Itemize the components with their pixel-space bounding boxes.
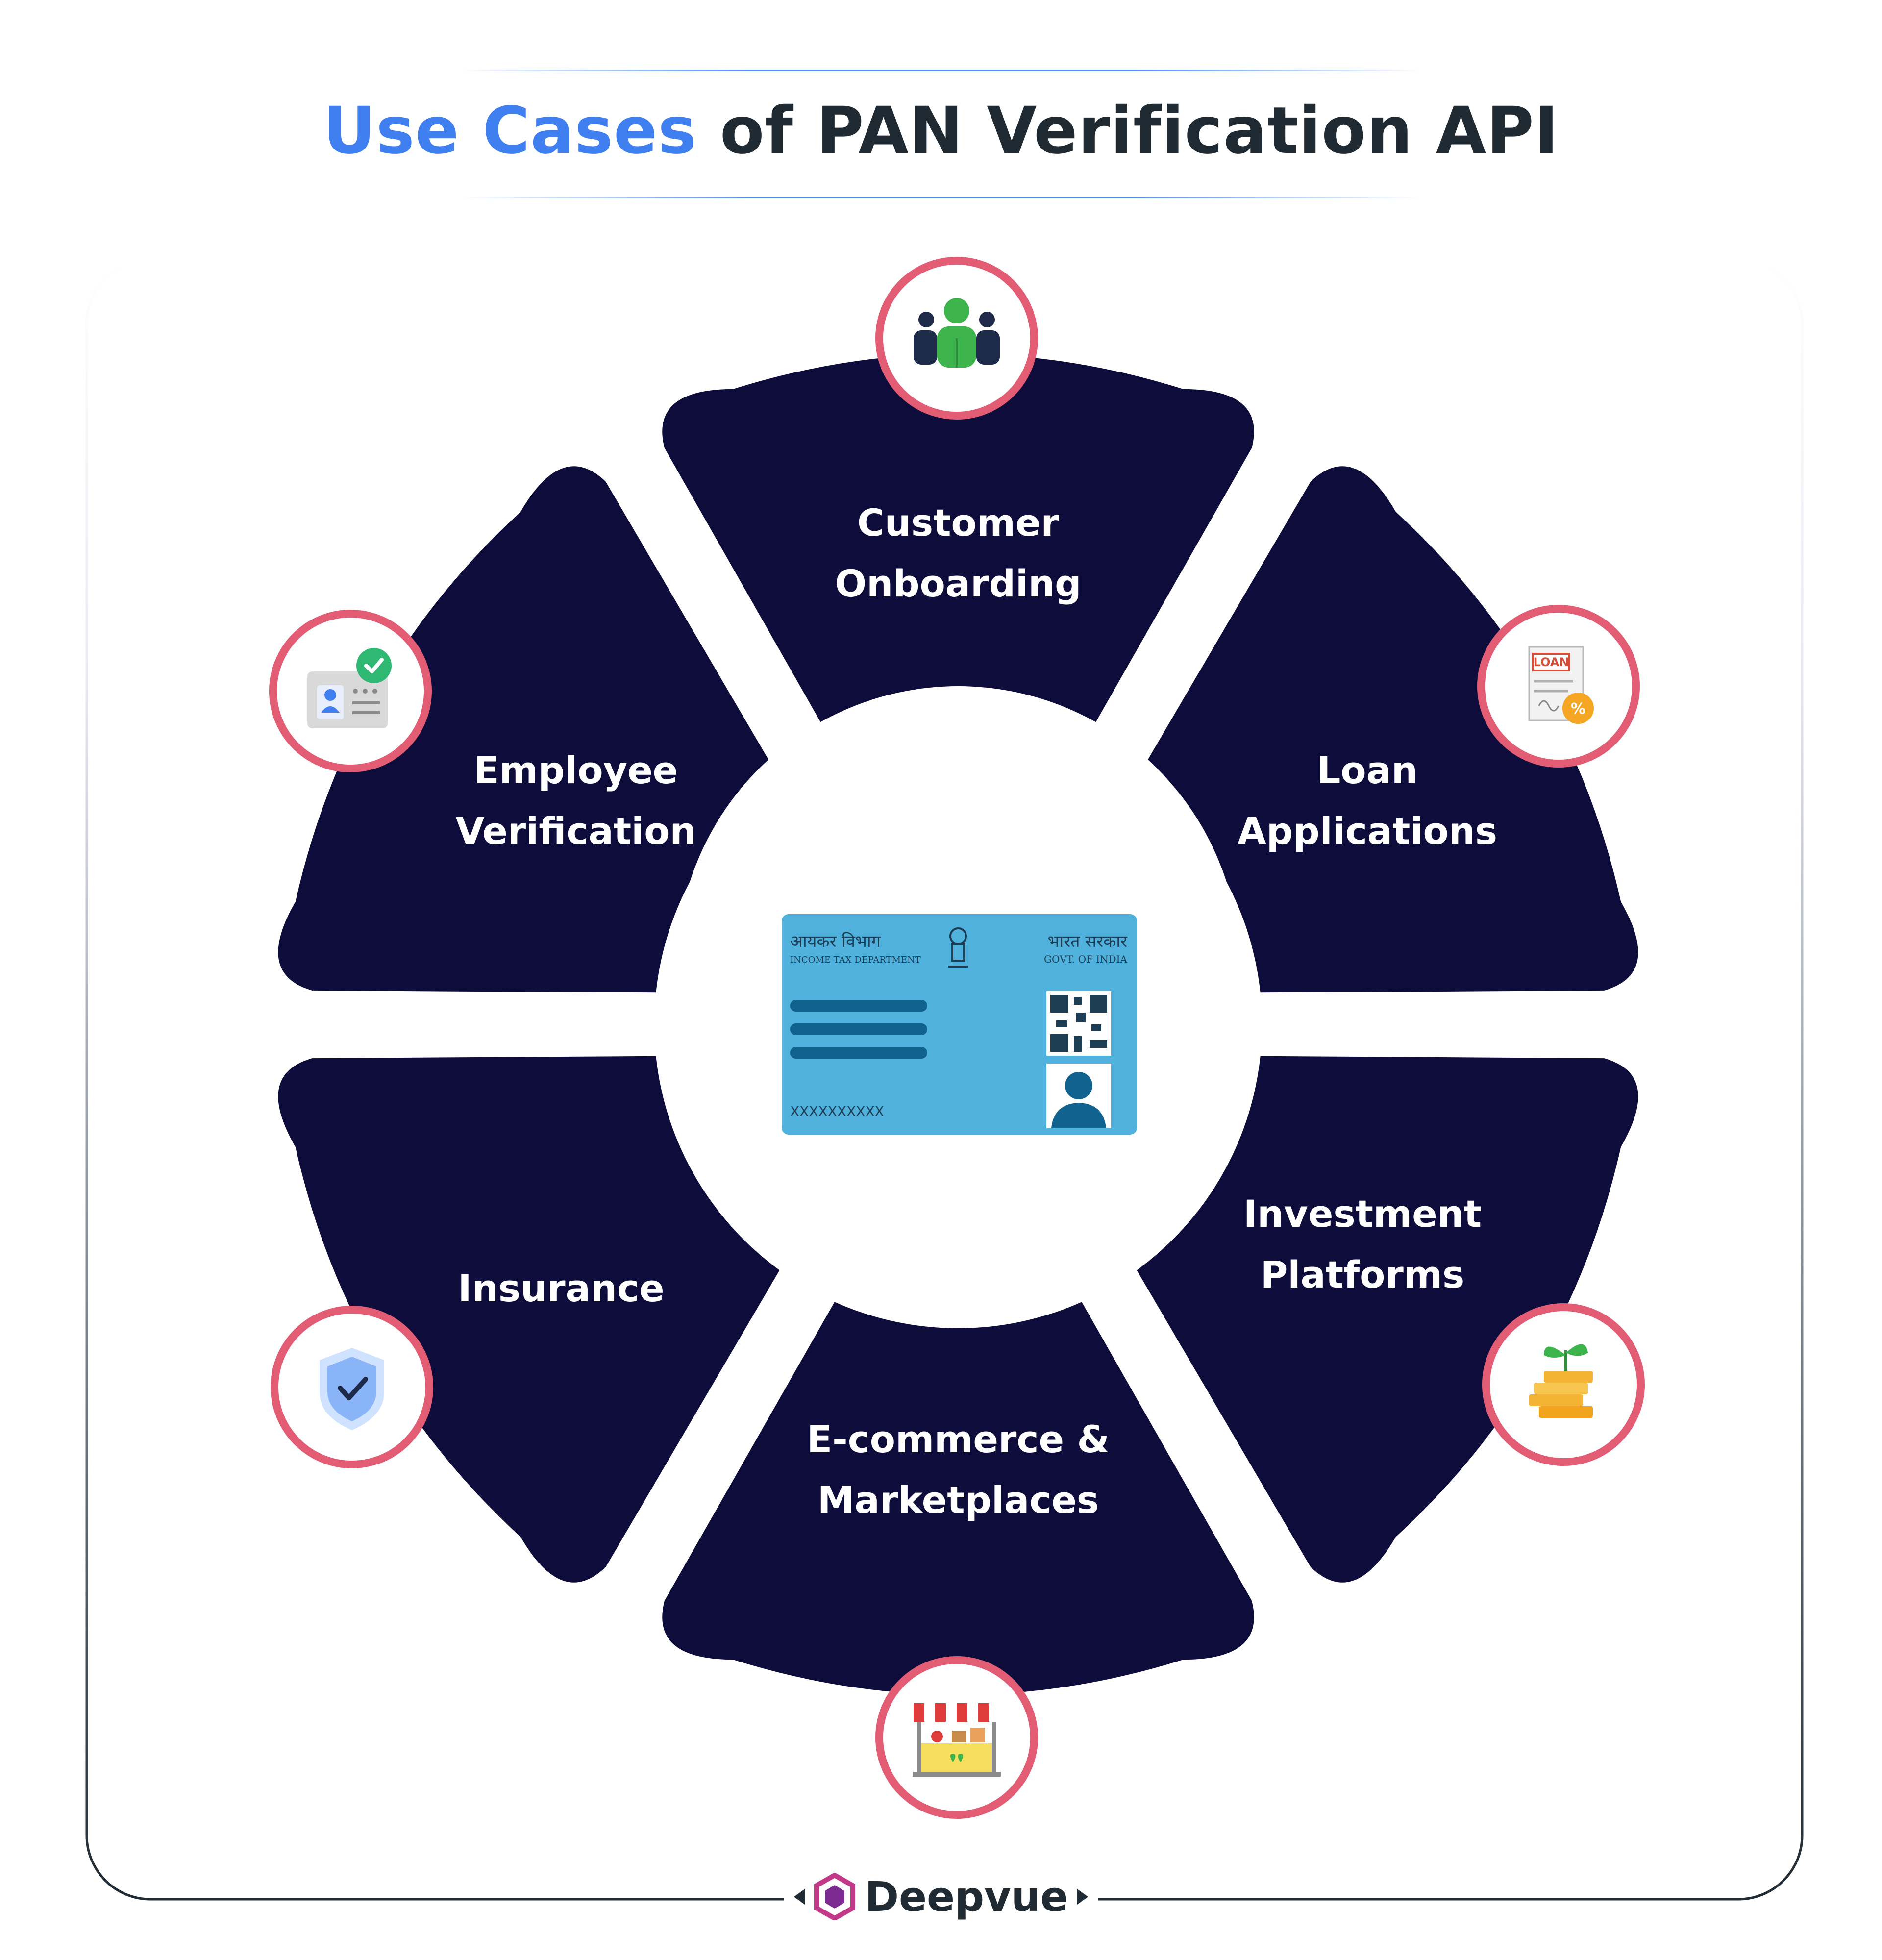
pan-card-hindi-right: भारत सरकार [1047, 932, 1128, 951]
segment-label-line: Customer [857, 501, 1059, 545]
title-accent: Use Cases [323, 93, 697, 169]
pan-card-govt: GOVT. OF INDIA [1044, 953, 1128, 965]
icon-badge-6 [269, 610, 432, 772]
pan-card-line-1 [790, 1000, 927, 1012]
loan-document-icon: LOAN % [1528, 646, 1594, 724]
pan-card-line-3 [790, 1047, 927, 1059]
title-bottom-rule [461, 197, 1421, 198]
segment-4 [662, 1302, 1254, 1695]
pan-card-department: INCOME TAX DEPARTMENT [790, 955, 921, 965]
segment-label-line: Verification [455, 809, 696, 853]
brand-name: Deepvue [865, 1873, 1068, 1921]
emblem-icon [948, 927, 968, 968]
icon-badge-5 [271, 1306, 433, 1468]
coins-plant-icon [1529, 1344, 1593, 1418]
segment-label-line: Onboarding [835, 562, 1081, 605]
pan-card-number: XXXXXXXXXX [790, 1103, 884, 1119]
deepvue-logo-icon [814, 1873, 856, 1920]
svg-text:LOAN: LOAN [1534, 655, 1569, 669]
pan-card-hindi-left: आयकर विभाग [790, 932, 881, 951]
id-card-verified-icon [307, 648, 392, 728]
brand-left-arrow-icon [794, 1889, 805, 1905]
badge-layer: LOAN % [269, 257, 1645, 1819]
segment-label-5: Insurance [458, 1266, 664, 1310]
shield-check-icon [320, 1348, 384, 1430]
title-rest: of PAN Verification API [719, 93, 1559, 169]
segment-label-line: Insurance [458, 1266, 664, 1310]
segment-label-line: Investment [1243, 1192, 1482, 1236]
segment-6 [278, 466, 780, 993]
market-stall-icon [913, 1703, 1001, 1777]
svg-text:%: % [1571, 700, 1585, 718]
qr-code-icon [1046, 991, 1111, 1056]
segment-1 [662, 353, 1254, 747]
icon-badge-1 [875, 257, 1038, 420]
segment-2 [1137, 466, 1638, 993]
icon-badge-3 [1482, 1303, 1645, 1466]
pan-card-line-2 [790, 1023, 927, 1035]
segment-label-line: E-commerce & [807, 1417, 1109, 1461]
title-top-rule [461, 70, 1421, 71]
team-icon [914, 298, 1000, 368]
segment-5 [278, 1056, 780, 1583]
page-title: Use Cases of PAN Verification API [0, 93, 1882, 169]
segment-label-line: Applications [1238, 809, 1497, 853]
segment-label-4: E-commerce & Marketplaces [807, 1417, 1109, 1522]
segment-label-line: Loan [1317, 748, 1418, 792]
segment-label-line: Employee [474, 748, 678, 792]
segment-label-line: Platforms [1261, 1253, 1465, 1296]
segment-label-line: Marketplaces [817, 1478, 1099, 1522]
photo-avatar-icon [1046, 1064, 1111, 1128]
brand-logo: Deepvue [784, 1867, 1098, 1926]
icon-badge-4 [875, 1656, 1038, 1819]
segment-3 [1137, 1056, 1638, 1583]
pan-card: आयकर विभाग INCOME TAX DEPARTMENT भारत सर… [782, 914, 1137, 1135]
segment-layer [278, 353, 1638, 1695]
brand-right-arrow-icon [1077, 1889, 1088, 1905]
icon-badge-2: LOAN % [1477, 605, 1640, 768]
